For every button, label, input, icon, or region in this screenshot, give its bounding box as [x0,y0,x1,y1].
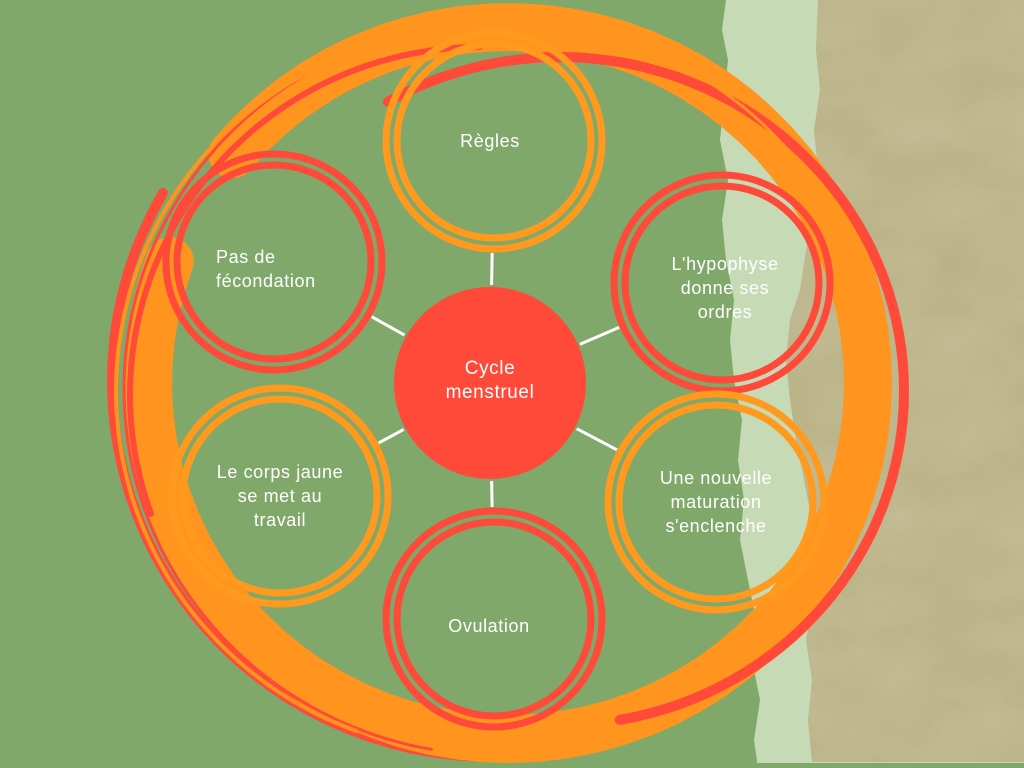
node-rings [162,29,834,731]
node-label-line: ordres [697,302,753,322]
node-label-maturation: Une nouvelle maturation s'enclenche [660,466,772,538]
node-label-line: fécondation [216,271,316,291]
connector-line [579,325,620,346]
node-label-line: Une nouvelle [659,468,773,488]
center-label: Cycle menstruel [446,357,535,405]
node-ring-inner [173,161,375,363]
node-ring-outer [604,390,828,614]
node-label-line: s'enclenche [665,516,767,536]
node-ring-outer [382,507,606,731]
center-label-line: Cycle [464,358,516,379]
node-label-line: maturation [670,492,762,512]
node-maturation [604,390,828,614]
brush-stroke [124,3,893,764]
node-label-line: Règles [460,131,520,151]
node-ring-outer [168,384,392,608]
node-ring-outer [162,150,386,374]
node-label-line: travail [253,510,307,530]
node-corps-jaune [168,384,392,608]
node-ring-inner [615,401,817,603]
connectors [370,252,620,508]
connector-line [576,427,618,452]
brush-stroke [573,29,856,264]
brush-stroke [122,70,433,751]
node-label-line: donne ses [680,278,770,298]
node-label-hypophyse: L'hypophyse donne ses ordres [671,252,778,324]
node-ovulation [382,507,606,731]
node-label-ovulation: Ovulation [448,614,529,638]
connector-line [490,252,494,286]
node-label-line: Le corps jaune [216,462,344,482]
bottom-green-edge [750,763,1024,768]
connector-line [377,428,405,445]
node-ring-inner [179,395,381,597]
node-label-fecondation: Pas de fécondation [216,245,316,293]
node-fecondation [162,150,386,374]
node-ring-outer [382,29,606,253]
center-circle [394,287,586,479]
brush-stroke [383,51,910,725]
node-ring-inner [621,182,823,384]
node-ring-inner [393,518,595,720]
node-label-line: Pas de [216,247,276,267]
node-label-regles: Règles [460,129,520,153]
node-ring-inner [393,40,595,242]
node-regles [382,29,606,253]
node-label-line: se met au [237,486,323,506]
node-label-corps-jaune: Le corps jaune se met au travail [217,460,343,532]
connector-line [370,315,406,337]
brush-stroke [113,32,421,734]
node-label-line: Ovulation [448,616,530,636]
node-label-line: L'hypophyse [671,254,779,274]
center-label-line: menstruel [445,382,535,403]
